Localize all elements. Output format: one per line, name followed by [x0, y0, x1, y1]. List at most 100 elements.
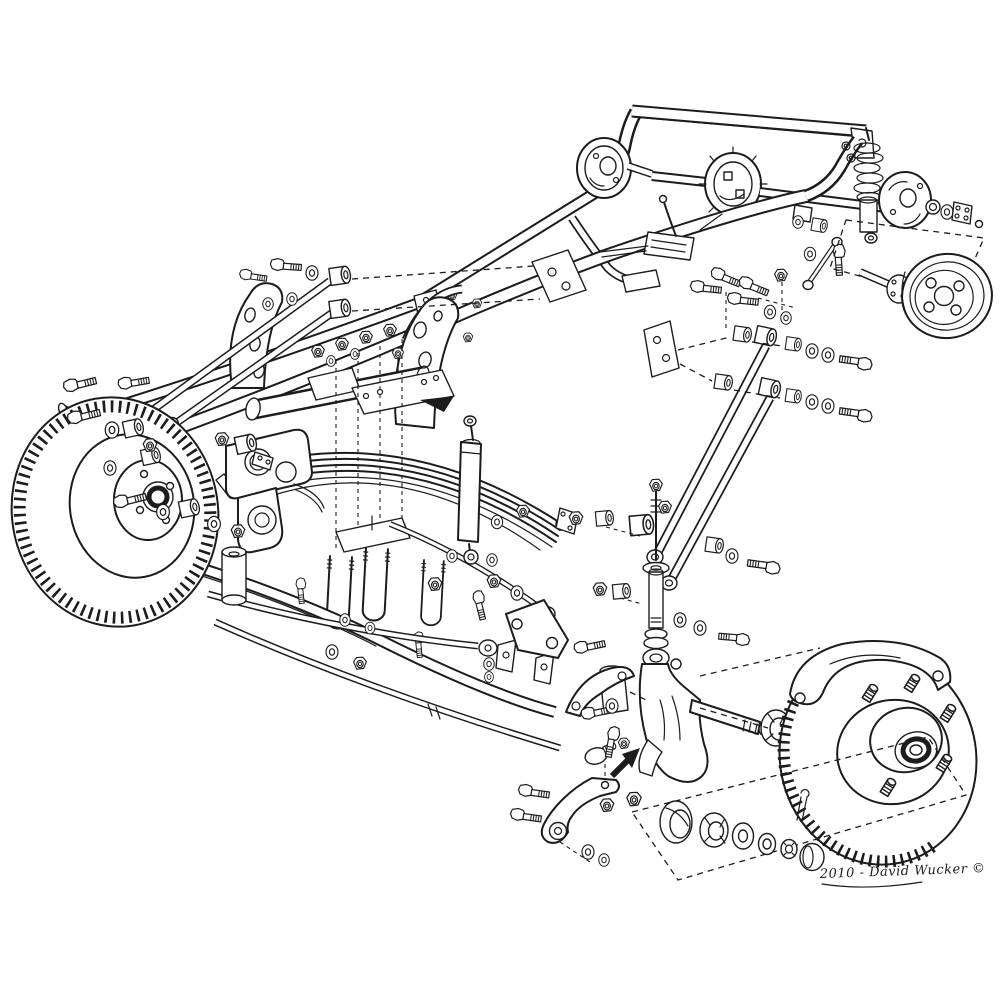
- parking-brake-mechanism: [599, 194, 723, 261]
- washer: [286, 292, 298, 306]
- hex-nut: [359, 330, 373, 344]
- washer: [805, 394, 819, 410]
- hex-nut: [658, 500, 672, 514]
- washer: [581, 844, 595, 860]
- hex-bolt: [116, 372, 151, 391]
- pointer-arrow: [609, 748, 640, 779]
- rod-eye-bushing: [757, 376, 783, 400]
- washer: [339, 613, 351, 627]
- u-bolt: [417, 559, 447, 627]
- bushing: [177, 497, 202, 519]
- washer: [446, 549, 458, 563]
- front-right-disc-brake: [777, 640, 978, 868]
- washer: [262, 297, 274, 311]
- hex-bolt: [832, 243, 848, 277]
- washer: [156, 503, 170, 521]
- bushing: [594, 509, 615, 527]
- bushing: [233, 432, 259, 456]
- hex-bolt: [736, 274, 772, 298]
- hex-bolt: [517, 782, 551, 801]
- washer: [821, 347, 835, 363]
- rear-suspension-hardware: [708, 127, 884, 332]
- hex-nut: [568, 511, 584, 526]
- rear-drum-brake-assembly: [829, 171, 993, 340]
- hex-nut: [335, 337, 349, 351]
- bushing: [611, 582, 632, 600]
- wheel-bearing-kit: [630, 736, 968, 881]
- hex-nut: [214, 432, 230, 447]
- washer: [490, 514, 504, 530]
- washer: [805, 343, 819, 359]
- spacer: [784, 388, 803, 404]
- hex-bolt: [509, 806, 543, 825]
- washer: [803, 246, 817, 262]
- washer: [486, 553, 498, 567]
- bushing: [810, 217, 829, 234]
- castle-nut: [617, 737, 631, 750]
- washer: [364, 621, 376, 635]
- washer: [305, 265, 319, 281]
- hex-nut: [230, 524, 246, 539]
- hex-bolt: [470, 588, 490, 622]
- hex-nut: [486, 574, 502, 589]
- hex-nut: [592, 582, 608, 597]
- hex-bolt: [708, 265, 744, 289]
- washer: [725, 548, 739, 564]
- washer: [763, 304, 777, 320]
- hex-nut: [462, 332, 474, 343]
- hex-nut: [599, 798, 615, 813]
- hex-bolt: [838, 405, 874, 424]
- hex-bolt: [726, 291, 760, 308]
- frame-near-rail: [107, 135, 864, 685]
- hardware-front-left: [61, 372, 274, 539]
- rear-radius-rods: [646, 324, 874, 591]
- hex-nut: [142, 438, 158, 453]
- hex-nut: [516, 504, 530, 518]
- bushing: [713, 373, 734, 392]
- bushing: [732, 325, 753, 344]
- spacer-cylinder: [628, 513, 656, 537]
- hex-bolt: [746, 557, 782, 576]
- kingpin-nut: [649, 478, 663, 492]
- steering-linkage: [207, 588, 642, 867]
- washer: [326, 355, 336, 367]
- washer: [483, 657, 495, 671]
- hex-nut: [626, 791, 642, 807]
- front-left-disc-brake: [10, 396, 325, 628]
- u-bolt: [359, 546, 391, 623]
- hex-nut: [311, 344, 325, 358]
- hex-bolt: [572, 635, 607, 656]
- hex-nut: [353, 656, 367, 670]
- spacer: [784, 336, 803, 352]
- washer: [598, 853, 610, 867]
- washer: [693, 620, 707, 636]
- washer: [484, 671, 494, 683]
- washer: [780, 311, 792, 325]
- washer: [325, 644, 339, 660]
- hex-nut: [774, 268, 788, 282]
- hex-bolt: [838, 353, 874, 372]
- hex-bolt: [689, 279, 723, 296]
- washer: [510, 585, 524, 601]
- washer: [673, 612, 687, 628]
- hex-bolt: [269, 257, 303, 273]
- washer: [940, 204, 954, 220]
- washer: [792, 215, 804, 229]
- radius-rod-eye-bushing: [328, 265, 353, 287]
- hex-bolt: [61, 372, 98, 394]
- hardware-center: [325, 279, 797, 670]
- hex-bolt: [238, 267, 268, 284]
- washer: [207, 515, 221, 533]
- hex-nut: [427, 577, 443, 592]
- washer: [103, 460, 117, 476]
- washer: [104, 421, 120, 439]
- artist-signature: 2010 - David Wucker ©: [819, 861, 986, 882]
- hex-bolt: [717, 630, 751, 647]
- bushing: [121, 417, 146, 439]
- artist-signature-block: 2010 - David Wucker ©: [819, 861, 986, 888]
- bushing: [704, 536, 725, 555]
- washer: [821, 398, 835, 414]
- radius-rod-eye-bushing: [328, 298, 353, 320]
